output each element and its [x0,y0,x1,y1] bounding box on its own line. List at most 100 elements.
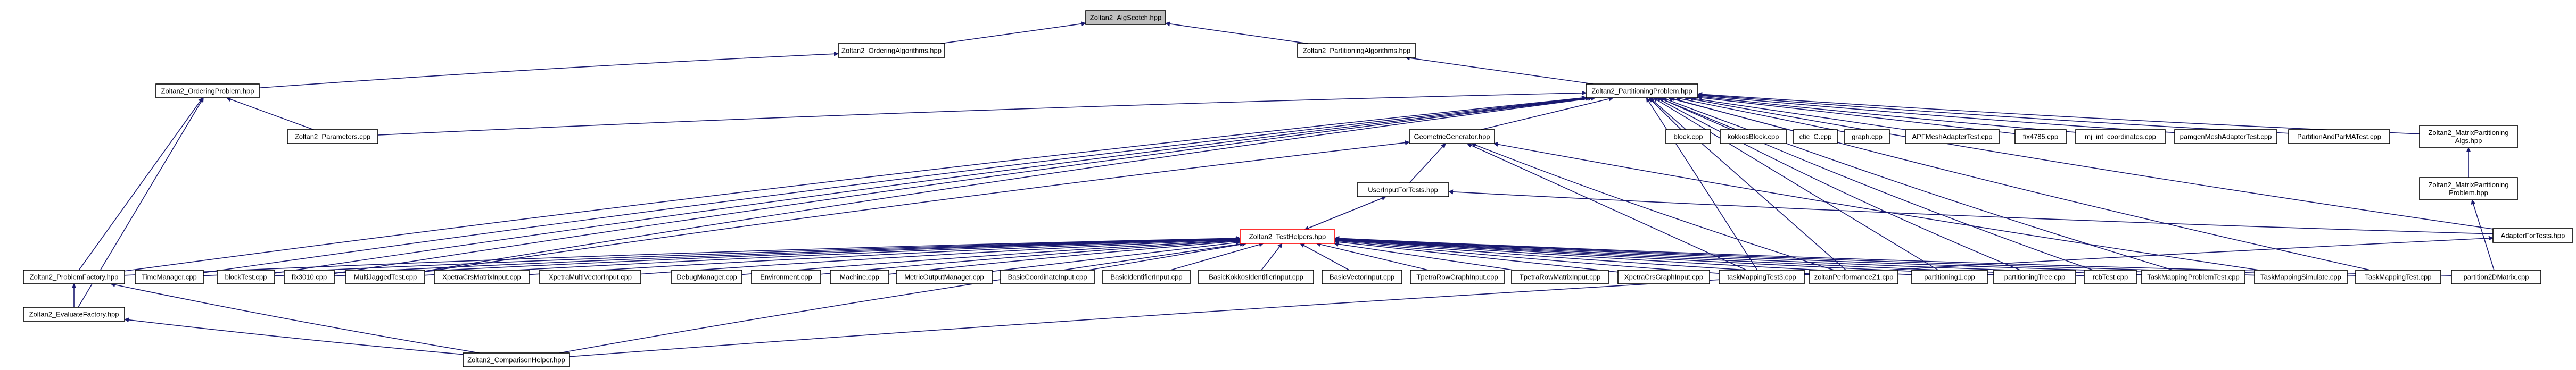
edge-comparisonhelper-to-adapterfortests [569,236,2494,357]
node-label-algscotch: Zoltan2_AlgScotch.hpp [1090,14,1161,22]
node-label-taskmap3: taskMappingTest3.cpp [1727,273,1796,281]
node-block[interactable]: block.cpp [1665,129,1711,144]
node-geomgen[interactable]: GeometricGenerator.hpp [1409,129,1495,144]
node-box-blocktest [217,270,275,284]
node-box-partitioning1 [1911,270,1988,284]
node-partalg[interactable]: Zoltan2_PartitioningAlgorithms.hpp [1297,43,1416,58]
node-partitioning1[interactable]: partitioning1.cpp [1911,270,1988,284]
node-testhelpers[interactable]: Zoltan2_TestHelpers.hpp [1240,229,1335,244]
node-xpetramultivec[interactable]: XpetraMultiVectorInput.cpp [539,270,641,284]
node-box-multijagged [345,270,425,284]
node-label-block: block.cpp [1674,133,1703,141]
node-xpetracrsgraph[interactable]: XpetraCrsGraphInput.cpp [1617,270,1710,284]
node-metricoutput[interactable]: MetricOutputManager.cpp [896,270,993,284]
node-fix3010[interactable]: fix3010.cpp [284,270,335,284]
node-partitioningtree[interactable]: partitioningTree.cpp [1993,270,2076,284]
node-label-ctic: ctic_C.cpp [1799,133,1832,141]
node-debugmanager[interactable]: DebugManager.cpp [671,270,742,284]
node-label-probfactory: Zoltan2_ProblemFactory.hpp [30,273,119,281]
edge-xpetramultivec-to-testhelpers [640,237,1241,275]
node-mjint[interactable]: mj_int_coordinates.cpp [2075,129,2166,144]
node-rcbtest[interactable]: rcbTest.cpp [2084,270,2137,284]
edge-userinput-to-geomgen [1409,143,1446,183]
node-fix4785[interactable]: fix4785.cpp [2014,129,2067,144]
node-basicident[interactable]: BasicIdentifierInput.cpp [1102,270,1191,284]
node-algscotch[interactable]: Zoltan2_AlgScotch.hpp [1085,10,1166,25]
node-box-ordalg [838,43,945,58]
node-box-partandparma [2288,129,2390,144]
node-ordalg[interactable]: Zoltan2_OrderingAlgorithms.hpp [838,43,945,58]
node-comparisonhelper[interactable]: Zoltan2_ComparisonHelper.hpp [463,352,570,367]
edge-blocktest-to-partprob [274,96,1591,274]
node-box-kokkosblock [1720,129,1787,144]
node-taskmap3[interactable]: taskMappingTest3.cpp [1719,270,1805,284]
node-box-testhelpers [1240,229,1335,244]
node-label-pamgen: pamgenMeshAdapterTest.cpp [2180,133,2272,141]
node-params[interactable]: Zoltan2_Parameters.cpp [287,129,378,144]
node-label-taskmapprob: TaskMappingProblemTest.cpp [2147,273,2239,281]
node-timemanager[interactable]: TimeManager.cpp [135,270,204,284]
node-basiccoord[interactable]: BasicCoordinateInput.cpp [1000,270,1095,284]
node-adapterfortests[interactable]: AdapterForTests.hpp [2492,228,2573,243]
node-basicvector[interactable]: BasicVectorInput.cpp [1322,270,1402,284]
node-box-partitioningtree [1993,270,2076,284]
node-box-part2dmatrix [2451,270,2541,284]
edge-ordalg-to-algscotch [940,21,1086,44]
node-label-partprob: Zoltan2_PartitioningProblem.hpp [1591,87,1692,95]
node-tpetrarowgraph[interactable]: TpetraRowGraphInput.cpp [1410,270,1505,284]
node-box-xpetracrsmatrix [434,270,530,284]
edge-partalg-to-algscotch [1165,21,1309,44]
node-box-machine [830,270,889,284]
edge-taskmapprob-to-partprob [1662,97,2173,271]
edge-zoltanperf-to-testhelpers [1334,238,1810,274]
node-evalfactory[interactable]: Zoltan2_EvaluateFactory.hpp [23,307,125,322]
node-xpetracrsmatrix[interactable]: XpetraCrsMatrixInput.cpp [434,270,530,284]
node-apfmesh[interactable]: APFMeshAdapterTest.cpp [1905,129,2000,144]
node-label-testhelpers: Zoltan2_TestHelpers.hpp [1249,233,1326,241]
node-tpetrarowmatrix[interactable]: TpetraRowMatrixInput.cpp [1511,270,1609,284]
node-pamgen[interactable]: pamgenMeshAdapterTest.cpp [2174,129,2277,144]
edge-partitioningtree-to-partprob [1656,97,2020,271]
node-probfactory[interactable]: Zoltan2_ProblemFactory.hpp [23,270,125,284]
node-multijagged[interactable]: MultiJaggedTest.cpp [345,270,425,284]
edge-metricoutput-to-testhelpers [992,240,1241,272]
edge-zoltanperf-to-geomgen [1471,142,1835,271]
edge-pamgen-to-partprob [1697,93,2175,133]
node-label-ordprob: Zoltan2_OrderingProblem.hpp [161,87,254,95]
node-box-metricoutput [896,270,993,284]
edge-xpetracrsmatrix-to-testhelpers [529,237,1241,275]
edge-zoltanperf-to-partprob [1649,97,1846,271]
edge-partitioning1-to-partprob [1653,97,1938,271]
node-box-comparisonhelper [463,352,570,367]
node-taskmapsim[interactable]: TaskMappingSimulate.cpp [2254,270,2348,284]
node-kokkosblock[interactable]: kokkosBlock.cpp [1720,129,1787,144]
edge-fix3010-to-testhelpers [334,236,1241,276]
node-zoltanperf[interactable]: zoltanPerformanceZ1.cpp [1809,270,1898,284]
node-blocktest[interactable]: blockTest.cpp [217,270,275,284]
node-ctic[interactable]: ctic_C.cpp [1793,129,1838,144]
node-label-partandparma: PartitionAndParMATest.cpp [2297,133,2381,141]
node-graph[interactable]: graph.cpp [1844,129,1890,144]
edge-probfactory-to-partprob [124,95,1587,272]
node-ordprob[interactable]: Zoltan2_OrderingProblem.hpp [155,83,260,98]
node-box-fix4785 [2014,129,2067,144]
node-label-apfmesh: APFMeshAdapterTest.cpp [1912,133,1992,141]
edge-probfactory-to-ordprob [78,97,203,271]
node-box-partprob [1586,83,1698,98]
edge-basicvector-to-testhelpers [1300,243,1350,271]
node-box-basickokkos [1198,270,1314,284]
node-partandparma[interactable]: PartitionAndParMATest.cpp [2288,129,2390,144]
node-box-apfmesh [1905,129,2000,144]
node-box-fix3010 [284,270,335,284]
edge-adapterfortests-to-partprob [1684,96,2494,230]
node-taskmapprob[interactable]: TaskMappingProblemTest.cpp [2141,270,2245,284]
node-taskmaptest[interactable]: TaskMappingTest.cpp [2355,270,2441,284]
node-userinput[interactable]: UserInputForTests.hpp [1357,182,1449,197]
node-partprob[interactable]: Zoltan2_PartitioningProblem.hpp [1586,83,1698,98]
node-environment[interactable]: Environment.cpp [751,270,821,284]
node-basickokkos[interactable]: BasicKokkosIdentifierInput.cpp [1198,270,1314,284]
node-part2dmatrix[interactable]: partition2DMatrix.cpp [2451,270,2541,284]
node-machine[interactable]: Machine.cpp [830,270,889,284]
